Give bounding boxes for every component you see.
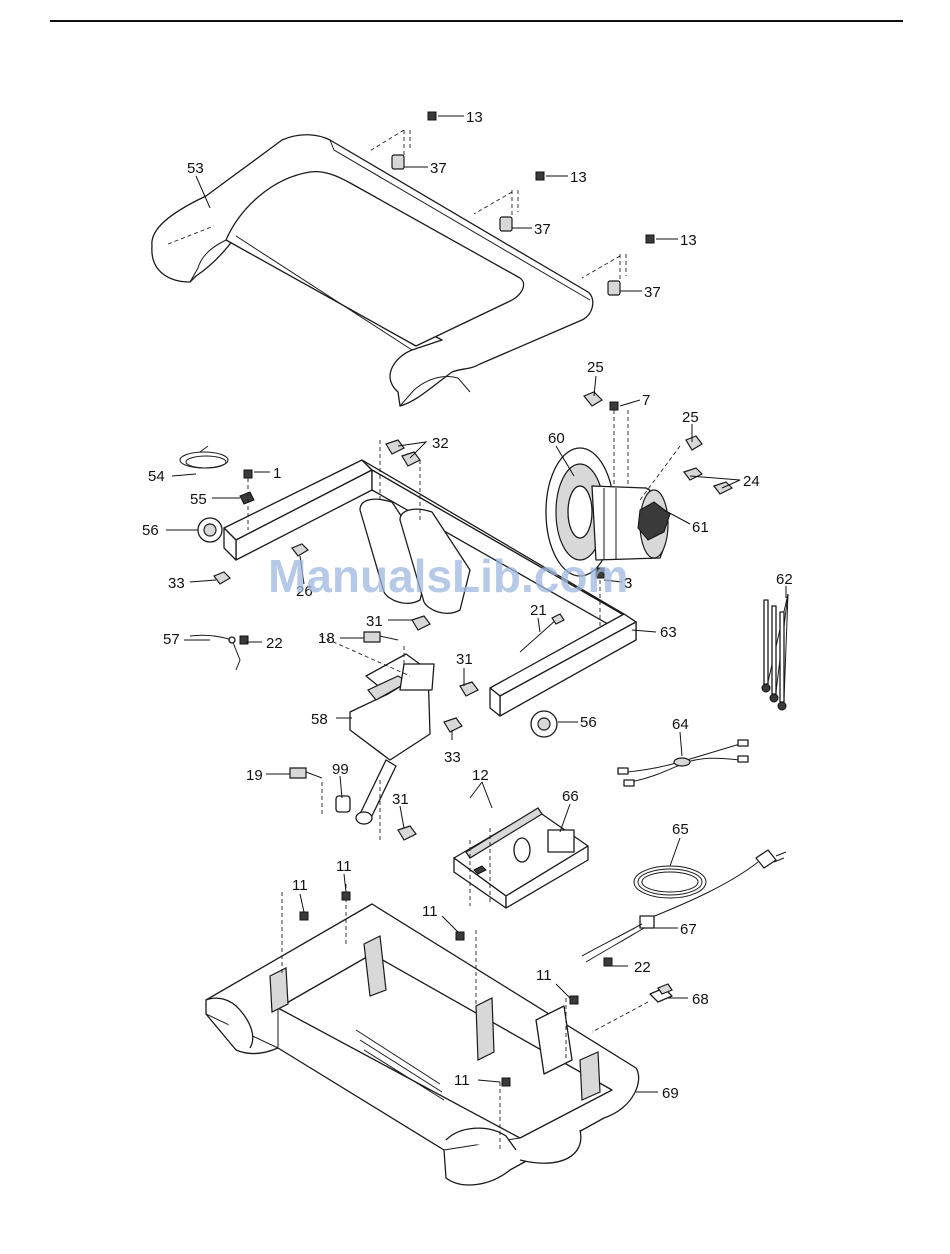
callout-37: 37: [430, 160, 447, 177]
wire-harness-part-64: [618, 740, 748, 786]
callout-31: 31: [392, 791, 409, 808]
cable-ties-part-62: [762, 594, 788, 710]
callout-1: 1: [273, 465, 281, 482]
callout-54: 54: [148, 468, 165, 485]
callout-57: 57: [163, 631, 180, 648]
callout-67: 67: [680, 921, 697, 938]
callout-60: 60: [548, 430, 565, 447]
callout-13: 13: [680, 232, 697, 249]
callout-31: 31: [456, 651, 473, 668]
callout-61: 61: [692, 519, 709, 536]
callout-25: 25: [587, 359, 604, 376]
callout-11: 11: [536, 967, 552, 984]
callout-65: 65: [672, 821, 689, 838]
callout-37: 37: [534, 221, 551, 238]
callout-11: 11: [454, 1072, 470, 1089]
power-switch-part-68: [592, 984, 672, 1032]
bolt-part-21: [520, 614, 564, 652]
callout-11: 11: [292, 877, 308, 894]
callout-68: 68: [692, 991, 709, 1008]
sensor-and-rollers-left: [180, 446, 254, 584]
callout-21: 21: [530, 602, 547, 619]
callout-13: 13: [466, 109, 483, 126]
watermark-text: ManualsLib.com: [268, 550, 628, 602]
hood-cover-part-53: [152, 135, 593, 406]
base-shell-part-69: [206, 884, 639, 1185]
callout-62: 62: [776, 571, 793, 588]
callout-55: 55: [190, 491, 207, 508]
callout-66: 66: [562, 788, 579, 805]
roller-part-56-right: [531, 711, 557, 737]
controller-board-part-66: [454, 808, 588, 908]
callout-53: 53: [187, 160, 204, 177]
callout-25: 25: [682, 409, 699, 426]
callout-31: 31: [366, 613, 383, 630]
callout-69: 69: [662, 1085, 679, 1102]
power-cord-part-65: [582, 850, 786, 966]
callout-33: 33: [168, 575, 185, 592]
callout-58: 58: [311, 711, 328, 728]
callout-32: 32: [432, 435, 449, 452]
callout-22: 22: [634, 959, 651, 976]
callout-24: 24: [743, 473, 760, 490]
callout-7: 7: [642, 392, 650, 409]
callout-63: 63: [660, 624, 677, 641]
callout-13: 13: [570, 169, 587, 186]
callout-37: 37: [644, 284, 661, 301]
callout-33: 33: [444, 749, 461, 766]
callout-64: 64: [672, 716, 689, 733]
callout-56: 56: [142, 522, 159, 539]
callout-19: 19: [246, 767, 263, 784]
callout-12: 12: [472, 767, 489, 784]
callout-22: 22: [266, 635, 283, 652]
callout-18: 18: [318, 630, 335, 647]
callout-11: 11: [336, 858, 352, 875]
callout-11: 11: [422, 903, 438, 920]
callout-56: 56: [580, 714, 597, 731]
callout-99: 99: [332, 761, 349, 778]
